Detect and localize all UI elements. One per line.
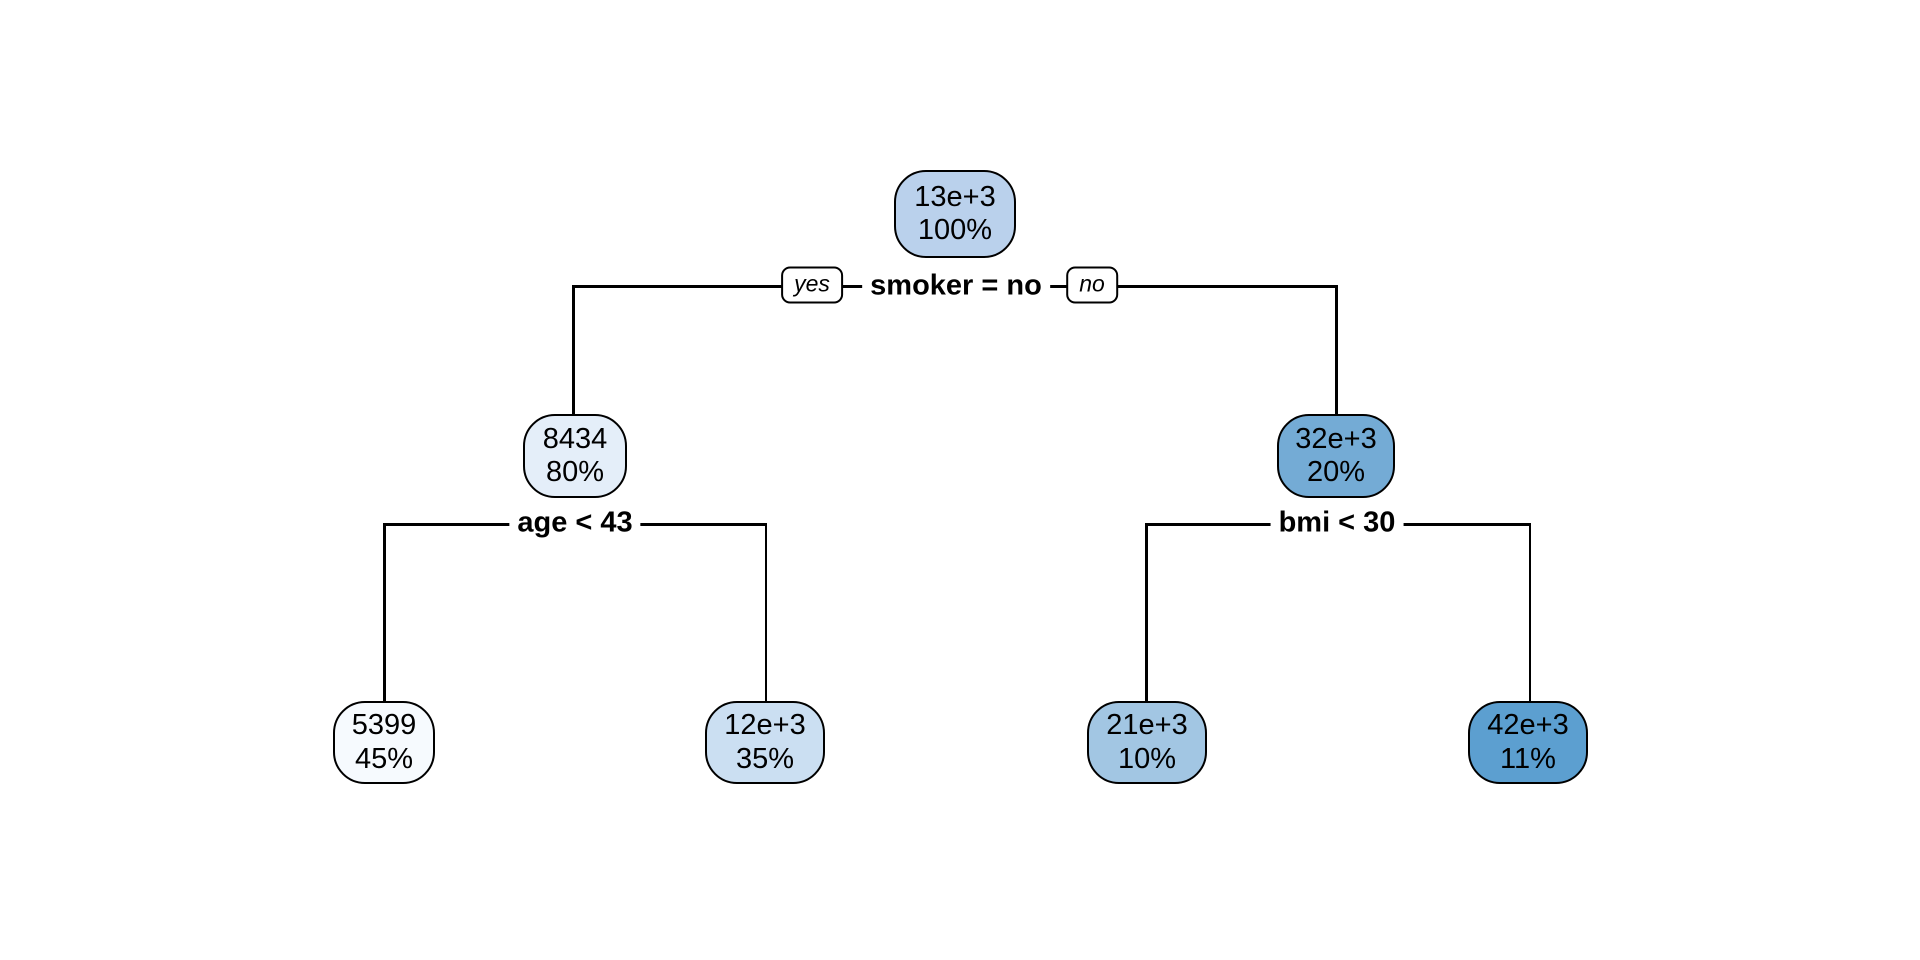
tree-node-smoker-no: 32e+3 20% [1277, 414, 1395, 498]
tree-leaf-bmi-lt-30: 21e+3 10% [1087, 701, 1207, 784]
branch-label-yes: yes [781, 266, 843, 304]
node-value: 21e+3 [1106, 709, 1188, 742]
tree-node-smoker-yes: 8434 80% [523, 414, 627, 498]
edge-level2-left-left-vertical [383, 523, 386, 702]
node-percent: 100% [917, 214, 993, 246]
node-percent: 35% [735, 742, 795, 775]
node-value: 12e+3 [724, 709, 806, 742]
edge-level2-right-right-vertical [1528, 523, 1531, 702]
edge-level2-right-left-vertical [1145, 523, 1148, 702]
node-percent: 11% [1500, 742, 1556, 775]
tree-leaf-bmi-ge-30: 42e+3 11% [1468, 701, 1588, 784]
split-label-smoker: smoker = no [862, 267, 1050, 305]
node-value: 42e+3 [1487, 709, 1569, 742]
split-label-bmi: bmi < 30 [1270, 504, 1404, 542]
node-value: 32e+3 [1295, 422, 1377, 455]
node-percent: 20% [1306, 456, 1366, 488]
node-value: 13e+3 [914, 180, 996, 213]
node-percent: 80% [545, 456, 605, 488]
branch-label-no: no [1066, 266, 1118, 304]
node-percent: 45% [354, 742, 414, 775]
node-value: 5399 [351, 709, 417, 742]
edge-level1-left-vertical [572, 285, 575, 415]
edge-level1-right-vertical [1335, 285, 1338, 415]
split-label-age: age < 43 [509, 504, 641, 542]
tree-node-root: 13e+3 100% [894, 170, 1016, 258]
edge-level2-left-right-vertical [764, 523, 767, 702]
node-value: 8434 [542, 422, 608, 455]
node-percent: 10% [1117, 742, 1177, 775]
tree-leaf-age-ge-43: 12e+3 35% [705, 701, 825, 784]
tree-leaf-age-lt-43: 5399 45% [333, 701, 435, 784]
